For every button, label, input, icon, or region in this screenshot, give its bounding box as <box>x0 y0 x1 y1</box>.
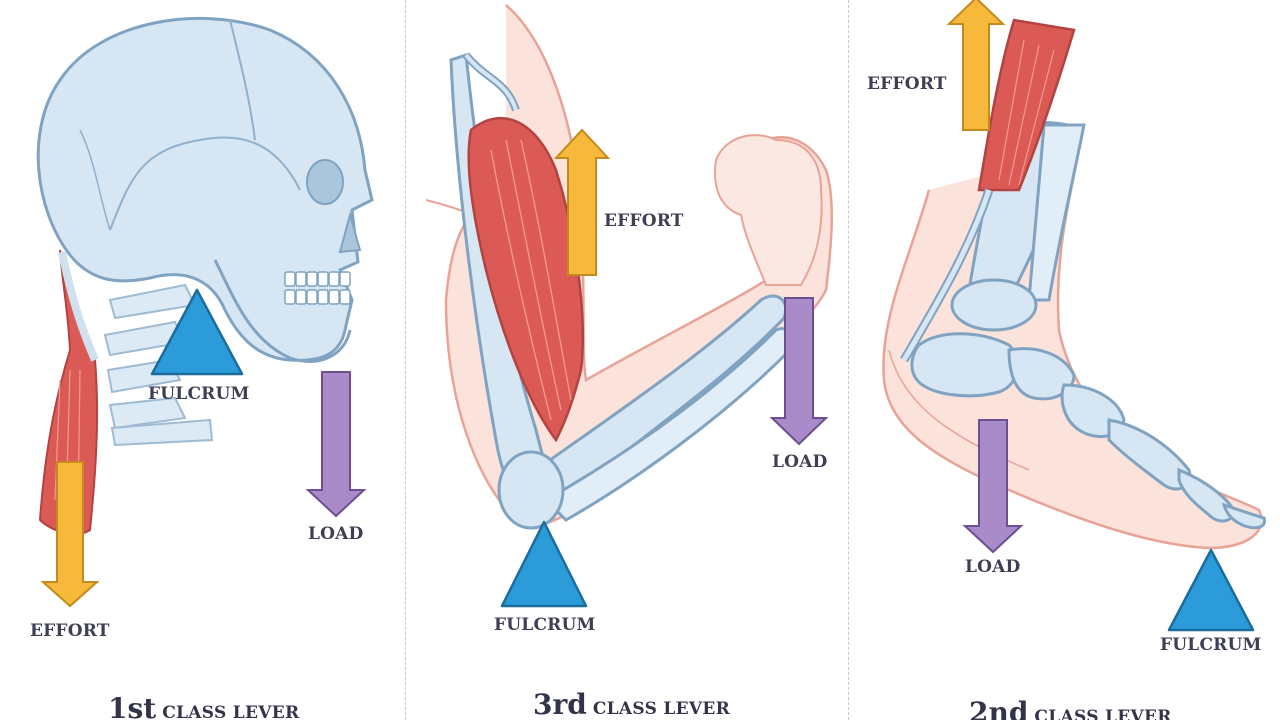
effort-label: EFFORT <box>30 621 110 641</box>
load-arrow-icon <box>305 371 367 518</box>
arm-illustration <box>425 4 834 530</box>
lever-class-ordinal: 1st <box>108 692 157 720</box>
panel-divider <box>848 0 849 720</box>
fulcrum-label: FULCRUM <box>148 384 250 404</box>
lever-class-title: 1st CLASS LEVER <box>108 692 299 720</box>
panel-second-class-lever: EFFORT LOAD FULCRUM 2nd CLASS LEVER <box>849 0 1280 720</box>
fulcrum-triangle-icon <box>150 288 244 376</box>
fulcrum-triangle-icon <box>1167 548 1255 632</box>
load-label: LOAD <box>772 452 828 472</box>
lever-class-name: CLASS LEVER <box>592 699 731 719</box>
panel-divider <box>405 0 406 720</box>
effort-arrow-icon <box>553 128 611 276</box>
effort-label: EFFORT <box>604 211 684 231</box>
panel-first-class-lever: FULCRUM LOAD EFFORT 1st CLASS LEVER <box>0 0 405 720</box>
lever-class-ordinal: 3rd <box>533 688 587 720</box>
lever-class-name: CLASS LEVER <box>1034 707 1172 720</box>
fulcrum-label: FULCRUM <box>1160 635 1262 655</box>
load-label: LOAD <box>308 524 364 544</box>
lever-class-title: 2nd CLASS LEVER <box>969 696 1172 720</box>
load-label: LOAD <box>965 557 1021 577</box>
load-arrow-icon <box>962 419 1024 554</box>
effort-label: EFFORT <box>867 74 947 94</box>
lever-class-name: CLASS LEVER <box>162 703 300 720</box>
effort-arrow-icon <box>946 0 1006 131</box>
fulcrum-triangle-icon <box>500 520 588 608</box>
lever-class-ordinal: 2nd <box>969 696 1029 720</box>
foot-illustration <box>882 18 1267 550</box>
effort-arrow-icon <box>40 461 100 608</box>
load-arrow-icon <box>769 297 829 446</box>
fulcrum-label: FULCRUM <box>494 615 596 635</box>
